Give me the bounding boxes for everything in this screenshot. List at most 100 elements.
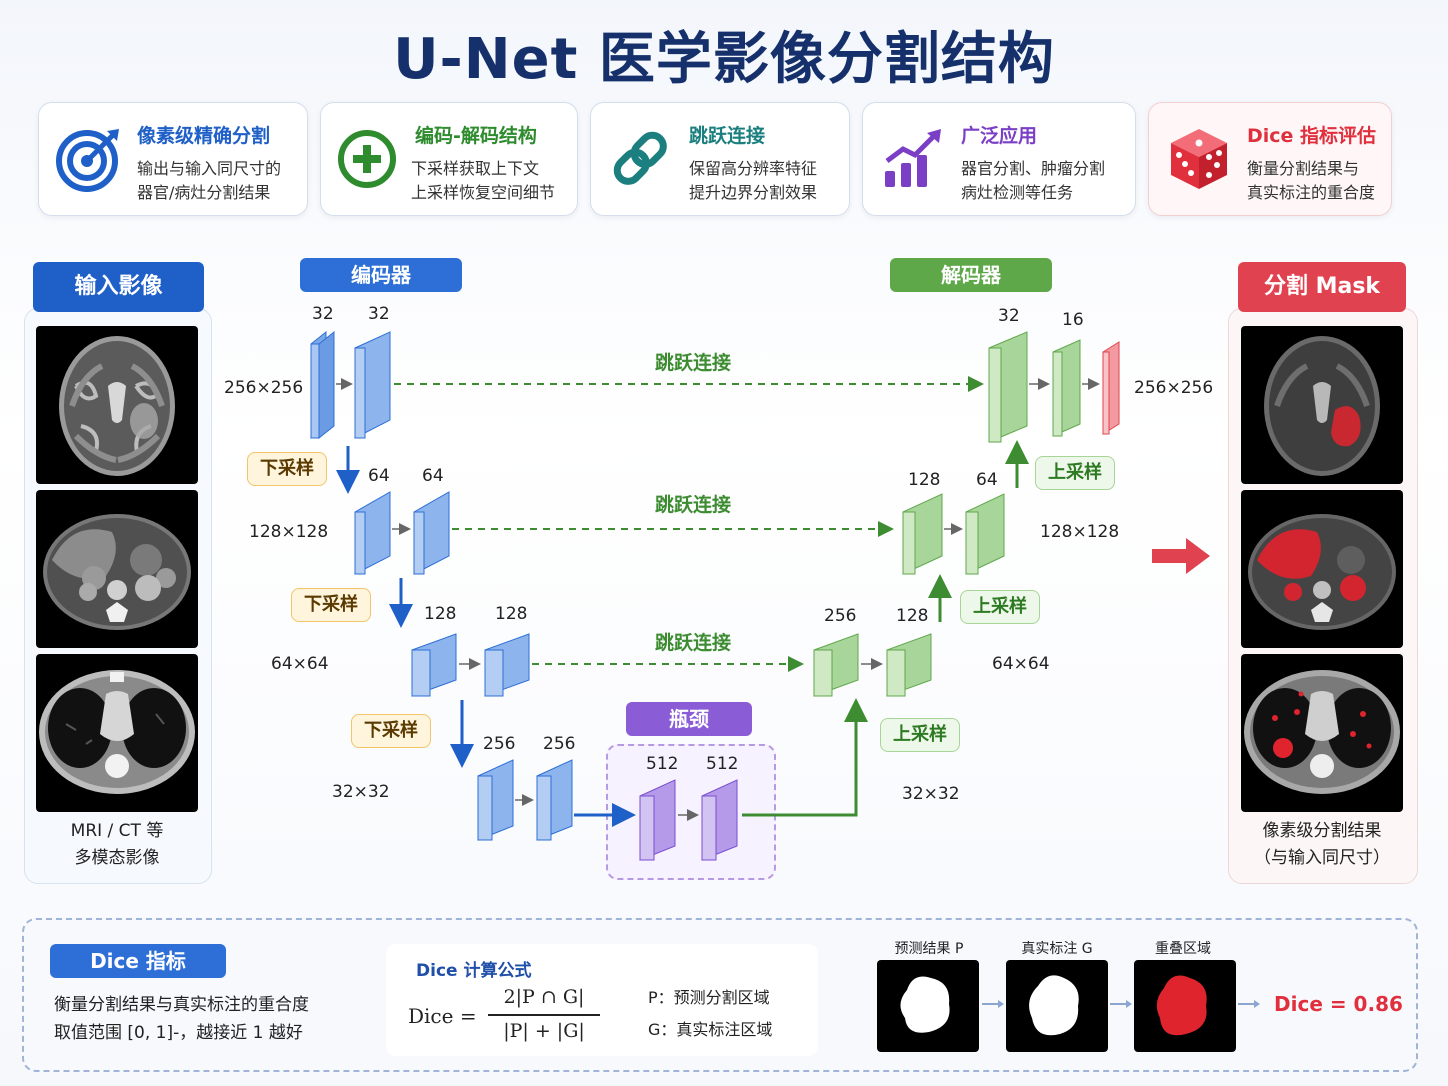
mini-arrow-3	[1238, 1000, 1260, 1008]
formula-numerator: 2|P ∩ G|	[503, 986, 585, 1008]
feature-title: 像素级精确分割	[137, 125, 271, 147]
feature-card-skip-connection: 跳跃连接 保留高分辨率特征 提升边界分割效果	[590, 102, 850, 216]
feature-card-encoder-decoder: 编码-解码结构 下采样获取上下文 上采样恢复空间细节	[320, 102, 578, 216]
channel-label: 32	[998, 306, 1020, 326]
channel-label: 16	[1062, 310, 1084, 330]
legend-p: P：预测分割区域	[648, 988, 770, 1007]
bottleneck-header: 瓶颈	[626, 702, 752, 736]
dice-header: Dice 指标	[50, 944, 226, 978]
channel-label: 32	[312, 304, 334, 324]
channel-label: 256	[483, 734, 516, 754]
bottleneck-blocks	[639, 779, 738, 861]
ct-chest-mask-image	[1241, 654, 1403, 812]
feature-title: 编码-解码结构	[415, 125, 537, 147]
skip-label-1: 跳跃连接	[655, 352, 732, 374]
feature-card-dice: Dice 指标评估 衡量分割结果与 真实标注的重合度	[1148, 102, 1392, 216]
channel-label: 256	[543, 734, 576, 754]
mini-label-gt: 真实标注 G	[1021, 941, 1093, 957]
downsample-badge-2: 下采样	[291, 588, 371, 622]
decoder-header: 解码器	[890, 258, 1052, 292]
formula-denominator: |P| + |G|	[503, 1020, 585, 1042]
resolution-label: 64×64	[992, 654, 1050, 674]
resolution-label: 32×32	[902, 784, 960, 804]
formula-lhs: Dice =	[408, 1004, 477, 1028]
output-caption-line2: （与输入同尺寸）	[1254, 848, 1390, 868]
feature-line: 输出与输入同尺寸的	[137, 159, 282, 178]
upsample-badge-3: 上采样	[880, 718, 960, 752]
feature-line: 保留高分辨率特征	[689, 159, 818, 178]
dice-icon	[1171, 129, 1227, 189]
feature-line: 器官分割、肿瘤分割	[961, 159, 1106, 178]
mini-arrow-2	[1110, 1000, 1132, 1008]
channel-label: 128	[495, 604, 528, 624]
resolution-label: 64×64	[271, 654, 329, 674]
downsample-badge-3: 下采样	[351, 714, 431, 748]
overlap-mask-image	[1134, 960, 1236, 1052]
upsample-badge-2: 上采样	[960, 590, 1040, 624]
channel-label: 32	[368, 304, 390, 324]
channel-label: 128	[896, 606, 929, 626]
link-icon	[613, 131, 667, 185]
feature-line: 上采样恢复空间细节	[411, 183, 556, 202]
resolution-label: 256×256	[224, 378, 304, 398]
formula-box	[386, 944, 818, 1056]
fraction-bar	[488, 1014, 600, 1016]
resolution-label: 256×256	[1134, 378, 1214, 398]
target-icon	[56, 129, 119, 192]
channel-label: 128	[424, 604, 457, 624]
input-caption-line2: 多模态影像	[74, 848, 160, 868]
feature-title: Dice 指标评估	[1247, 125, 1377, 147]
mini-label-overlap: 重叠区域	[1155, 941, 1211, 957]
feature-title: 广泛应用	[961, 125, 1038, 147]
skip-label-2: 跳跃连接	[655, 494, 732, 516]
feature-line: 真实标注的重合度	[1247, 183, 1376, 202]
feature-line: 病灶检测等任务	[961, 183, 1074, 202]
feature-line: 衡量分割结果与	[1247, 159, 1360, 178]
resolution-label: 128×128	[249, 522, 329, 542]
ground-truth-mask-image	[1006, 960, 1108, 1052]
channel-label: 64	[422, 466, 444, 486]
output-caption-line1: 像素级分割结果	[1262, 821, 1382, 841]
channel-label: 256	[824, 606, 857, 626]
feature-line: 下采样获取上下文	[411, 159, 540, 178]
output-arrow	[1152, 538, 1210, 574]
dice-desc-line1: 衡量分割结果与真实标注的重合度	[54, 995, 309, 1015]
prediction-mask-image	[877, 960, 979, 1052]
encoder-header: 编码器	[300, 258, 462, 292]
plus-circle-icon	[338, 130, 396, 188]
encoder-blocks	[310, 330, 573, 841]
channel-label: 512	[646, 754, 679, 774]
output-panel-header: 分割 Mask	[1238, 262, 1406, 312]
mini-arrow-1	[982, 1000, 1004, 1008]
upsample-badge-1: 上采样	[1035, 456, 1115, 490]
channel-label: 512	[706, 754, 739, 774]
resolution-label: 32×32	[332, 782, 390, 802]
legend-g: G：真实标注区域	[648, 1020, 773, 1039]
page-title: U-Net 医学影像分割结构	[393, 27, 1055, 92]
ct-abdomen-image	[36, 490, 198, 648]
mini-label-pred: 预测结果 P	[894, 941, 964, 957]
ct-abdomen-mask-image	[1241, 490, 1403, 648]
input-caption-line1: MRI / CT 等	[70, 821, 164, 841]
dice-desc-line2: 取值范围 [0, 1]-，越接近 1 越好	[54, 1023, 303, 1043]
mri-brain-image	[36, 326, 198, 484]
feature-card-applications: 广泛应用 器官分割、肿瘤分割 病灶检测等任务	[862, 102, 1136, 216]
feature-title: 跳跃连接	[689, 125, 766, 147]
resolution-label: 128×128	[1040, 522, 1120, 542]
mri-mask-image	[1241, 326, 1403, 484]
feature-line: 器官/病灶分割结果	[137, 183, 271, 202]
bar-chart-up-icon	[885, 129, 941, 187]
feature-line: 提升边界分割效果	[689, 183, 818, 202]
downsample-badge-1: 下采样	[247, 452, 327, 486]
decoder-blocks	[813, 331, 1120, 697]
input-panel-header: 输入影像	[33, 262, 204, 312]
dice-result: Dice = 0.86	[1274, 992, 1403, 1016]
channel-label: 64	[368, 466, 390, 486]
skip-label-3: 跳跃连接	[655, 632, 732, 654]
channel-label: 128	[908, 470, 941, 490]
feature-card-pixel-segmentation: 像素级精确分割 输出与输入同尺寸的 器官/病灶分割结果	[38, 102, 308, 216]
ct-chest-image	[36, 654, 198, 812]
formula-title: Dice 计算公式	[416, 961, 532, 981]
channel-label: 64	[976, 470, 998, 490]
